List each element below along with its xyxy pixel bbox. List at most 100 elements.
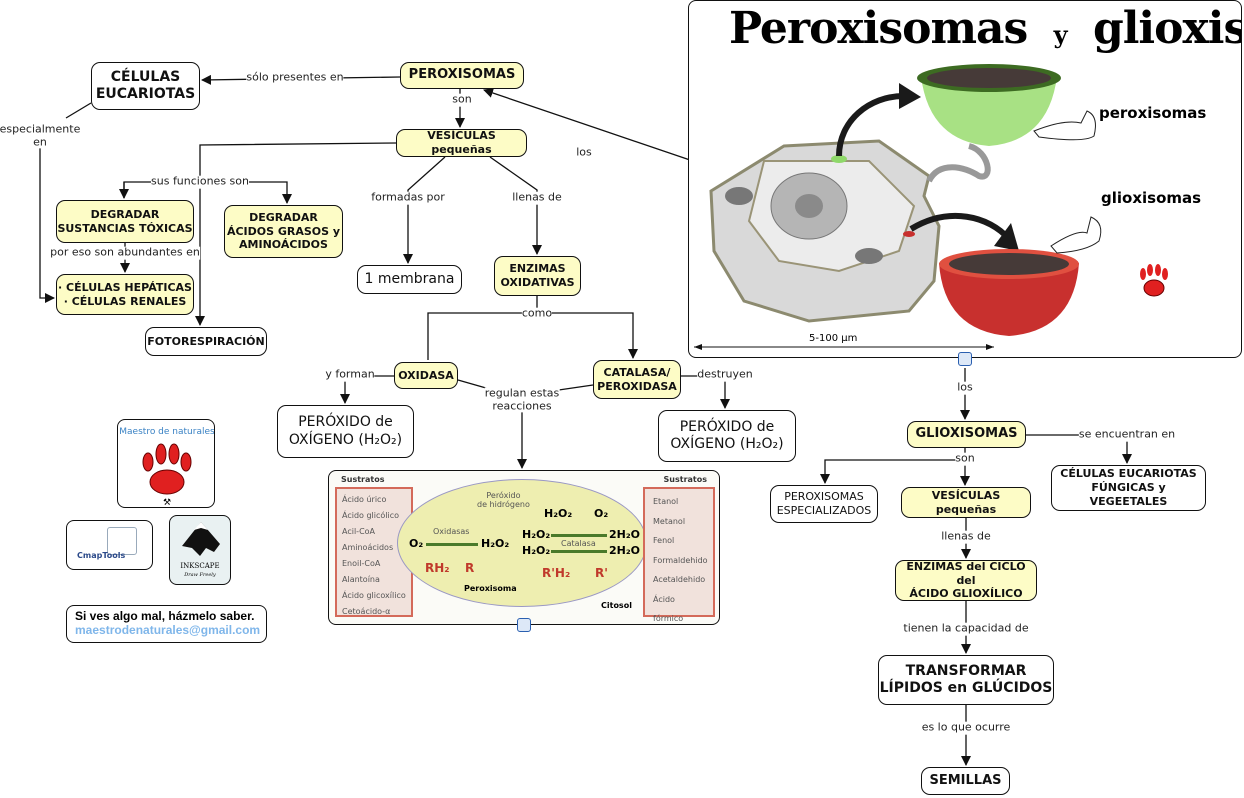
- peroxisoma-label: Peroxisoma: [464, 584, 517, 593]
- link-solo-presentes: sólo presentes en: [246, 70, 344, 85]
- node-celulas-hepaticas-renales[interactable]: · CÉLULAS HEPÁTICAS · CÉLULAS RENALES: [56, 274, 194, 315]
- cmaptools-logo[interactable]: CmapTools: [66, 520, 153, 570]
- link-es-lo-que-ocurre: es lo que ocurre: [921, 720, 1011, 735]
- node-1-membrana[interactable]: 1 membrana: [357, 265, 462, 294]
- link-se-encuentran: se encuentran en: [1078, 427, 1176, 442]
- node-celulas-fungicas-vegetales[interactable]: CÉLULAS EUCARIOTAS FÚNGICAS y VEGEETALES: [1051, 465, 1206, 511]
- substrate: Metanol: [653, 516, 686, 526]
- illustration-title: Peroxisomas y glioxisomas: [729, 3, 1241, 54]
- inkscape-tagline: Draw Freely: [184, 572, 216, 578]
- peroxide-label: Peróxido de hidrógeno: [477, 491, 530, 509]
- contact-message: Si ves algo mal, házmelo saber.: [75, 609, 255, 623]
- link-son-2: son: [955, 451, 975, 466]
- link-tienen-capacidad: tienen la capacidad de: [903, 621, 1029, 636]
- illustration-panel[interactable]: Peroxisomas y glioxisomas: [688, 0, 1242, 358]
- node-vesiculas-pequenas-right[interactable]: VESÍCULAS pequeñas: [901, 487, 1031, 518]
- rh2: RH₂: [425, 561, 450, 575]
- paw-icon: Maestro de naturales ⚒: [119, 427, 215, 508]
- h2o2-catalasa-1: H₂O₂: [522, 528, 551, 541]
- node-fotorespiracion[interactable]: FOTORESPIRACIÓN: [145, 327, 267, 356]
- hand-pointer-icon-2: [1050, 216, 1102, 254]
- link-regulan: regulan estas reacciones: [484, 386, 560, 413]
- 2h2o-2: 2H₂O: [609, 544, 641, 557]
- right-substrates-header: Sustratos: [663, 475, 707, 484]
- catalasa-label: Catalasa: [561, 539, 596, 548]
- right-substrates-list: Etanol Metanol Fenol Formaldehido Acetal…: [643, 487, 715, 623]
- maestro-de-naturales-logo[interactable]: Maestro de naturales ⚒: [117, 419, 215, 508]
- link-por-eso: por eso son abundantes en: [50, 245, 200, 260]
- substrate: Ácido fórmico: [653, 594, 684, 624]
- substrate: Acil-CoA: [342, 527, 376, 536]
- node-peroxisomas-especializados[interactable]: PEROXISOMAS ESPECIALIZADOS: [770, 485, 878, 523]
- inkscape-logo[interactable]: INKSCAPE Draw Freely: [169, 515, 231, 585]
- title-y: y: [1053, 20, 1068, 49]
- inkscape-mountain-icon: [182, 522, 220, 556]
- image-attachment-icon[interactable]: [517, 618, 531, 632]
- substrate: Ácido glicoxílico: [342, 591, 406, 600]
- node-peroxisomas[interactable]: PEROXISOMAS: [400, 62, 524, 89]
- glyoxysome-in-cell: [903, 231, 915, 237]
- r-prime: R': [595, 566, 608, 580]
- substrate: Alantoína: [342, 575, 380, 584]
- label-glioxisomas: glioxisomas: [1101, 189, 1202, 207]
- substrate: Acetaldehido: [653, 575, 706, 584]
- link-especialmente-en: especialmente en: [0, 122, 81, 149]
- o2: O₂: [409, 537, 424, 550]
- link-sus-funciones: sus funciones son: [151, 174, 249, 189]
- substrate: Cetoácido-α: [342, 607, 391, 616]
- scale-label: 5-100 µm: [809, 333, 858, 344]
- node-peroxido-oxigeno-left[interactable]: PERÓXIDO de OXÍGENO (H₂O₂): [277, 405, 414, 458]
- node-degradar-sustancias-toxicas[interactable]: DEGRADAR SUSTANCIAS TÓXICAS: [56, 200, 194, 243]
- oxidasas-label: Oxidasas: [433, 527, 470, 536]
- cmaptools-text: CmapTools: [77, 551, 126, 560]
- link-los-2: los: [957, 380, 973, 395]
- node-vesiculas-pequenas[interactable]: VESÍCULAS pequeñas: [396, 129, 527, 157]
- node-glioxisomas[interactable]: GLIOXISOMAS: [907, 421, 1026, 448]
- node-semillas[interactable]: SEMILLAS: [921, 767, 1010, 795]
- cell-illustration: [694, 64, 1168, 350]
- catalase-arrow-1: [551, 534, 607, 537]
- 2h2o-1: 2H₂O: [609, 528, 641, 541]
- substrate: Formaldehido: [653, 555, 708, 565]
- o2-top: O₂: [594, 507, 609, 520]
- svg-text:⚒: ⚒: [163, 498, 171, 508]
- hand-pointer-icon: [1033, 110, 1096, 141]
- inkscape-text: INKSCAPE: [180, 562, 220, 570]
- logo-text: Maestro de naturales: [119, 427, 215, 437]
- maestro-logo-small: [1140, 264, 1168, 297]
- link-y-forman: y forman: [325, 367, 375, 382]
- node-enzimas-ciclo-glioxilico[interactable]: ENZIMAS del CICLO del ÁCIDO GLIOXÍLICO: [895, 560, 1037, 601]
- peroxisome-in-cell: [831, 155, 847, 163]
- link-llenas-de: llenas de: [512, 190, 562, 205]
- node-celulas-eucariotas[interactable]: CÉLULAS EUCARIOTAS: [91, 62, 200, 110]
- catalase-arrow-2: [551, 550, 607, 553]
- link-los: los: [576, 145, 592, 160]
- contact-email-link[interactable]: maestrodenaturales@gmail.com: [75, 623, 261, 637]
- cmap-diagram-icon: [107, 527, 137, 555]
- link-son: son: [452, 92, 472, 107]
- reaction-diagram-panel[interactable]: Sustratos Ácido úrico Ácido glicólico Ac…: [328, 470, 720, 625]
- left-substrates-header: Sustratos: [341, 475, 385, 484]
- node-enzimas-oxidativas[interactable]: ENZIMAS OXIDATIVAS: [494, 256, 581, 296]
- node-catalasa-peroxidasa[interactable]: CATALASA/ PEROXIDASA: [593, 360, 681, 399]
- h2o2-product: H₂O₂: [481, 537, 510, 550]
- substrate: Etanol: [653, 497, 679, 506]
- title-peroxisomas: Peroxisomas: [729, 3, 1028, 54]
- substrate: Ácido úrico: [342, 495, 387, 504]
- link-formadas-por: formadas por: [371, 190, 445, 205]
- substrate: Fenol: [653, 536, 675, 545]
- r-prime-h2: R'H₂: [542, 566, 571, 580]
- substrate: Ácido glicólico: [342, 511, 400, 520]
- citosol-label: Citosol: [601, 601, 632, 610]
- oxidase-arrow: [426, 543, 478, 546]
- image-attachment-icon[interactable]: [958, 352, 972, 366]
- node-peroxido-oxigeno-right[interactable]: PERÓXIDO de OXÍGENO (H₂O₂): [658, 410, 796, 462]
- label-peroxisomas: peroxisomas: [1099, 104, 1207, 122]
- contact-box: Si ves algo mal, házmelo saber. maestrod…: [66, 605, 267, 643]
- substrate: Enoil-CoA: [342, 559, 381, 568]
- node-oxidasa[interactable]: OXIDASA: [394, 362, 458, 389]
- title-glioxisomas: glioxisomas: [1092, 3, 1241, 54]
- substrate: Aminoácidos: [342, 543, 394, 552]
- node-transformar-lipidos[interactable]: TRANSFORMAR LÍPIDOS en GLÚCIDOS: [878, 655, 1054, 705]
- node-degradar-acidos-grasos[interactable]: DEGRADAR ÁCIDOS GRASOS y AMINOÁCIDOS: [224, 205, 343, 258]
